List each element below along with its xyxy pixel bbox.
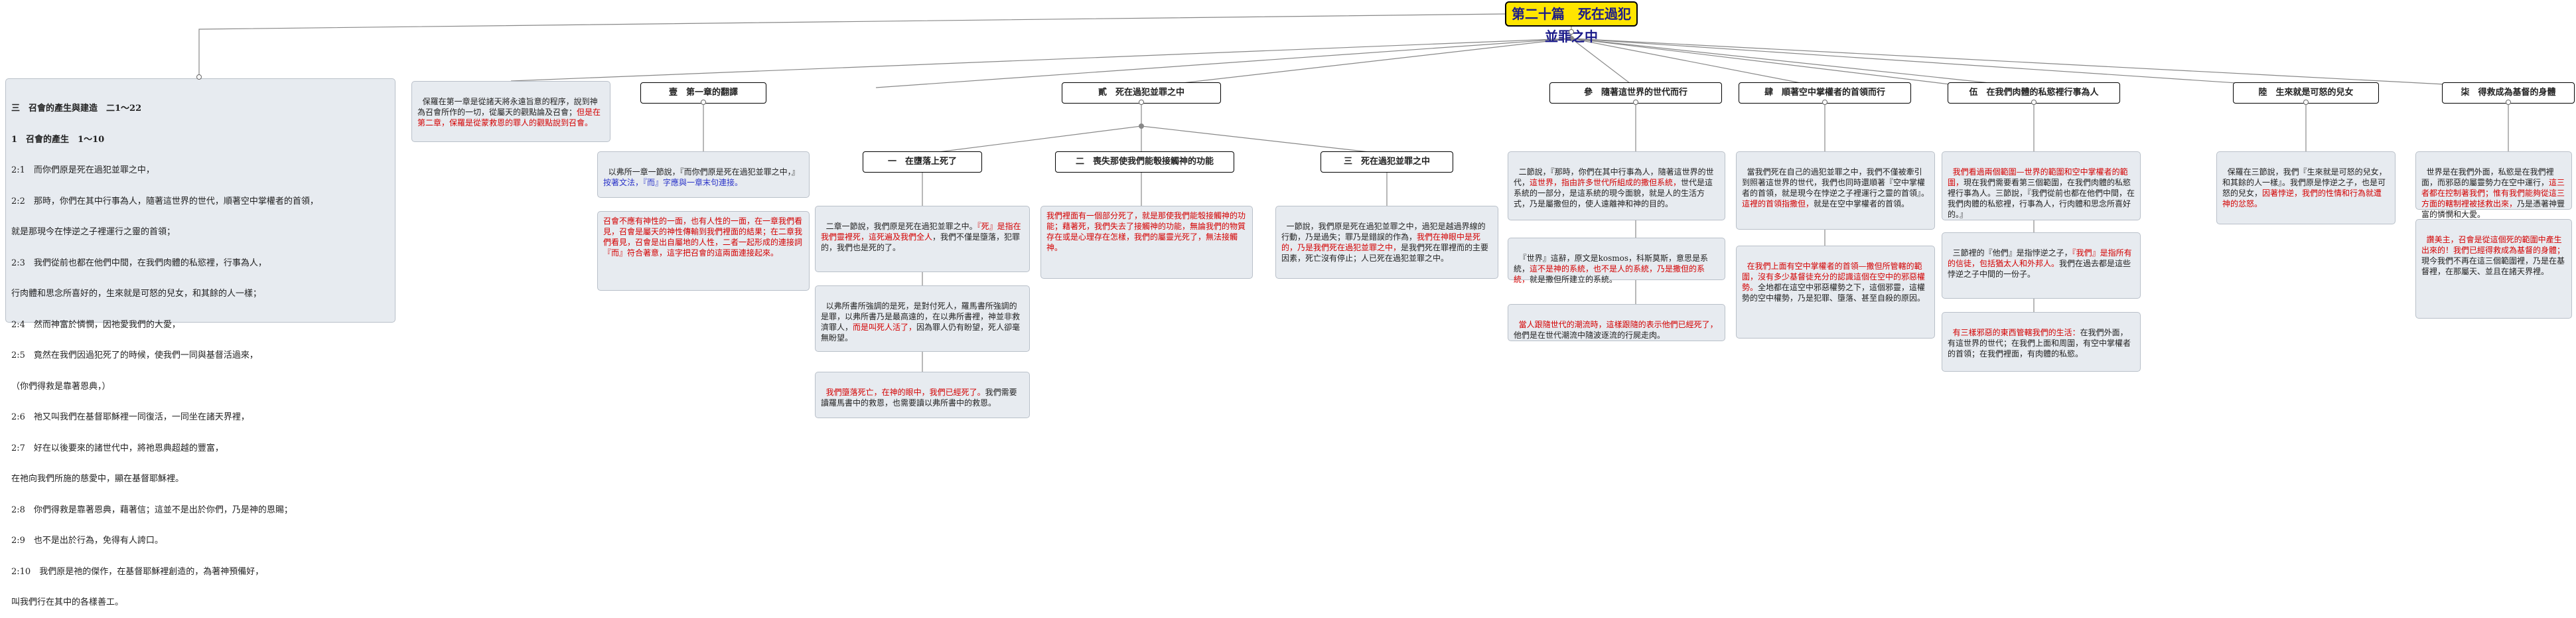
collapse-toggle[interactable]	[196, 74, 202, 80]
section-3-heading[interactable]: 參 隨著這世界的世代而行	[1549, 82, 1722, 104]
section-2c-heading[interactable]: 三 死在過犯並罪之中	[1321, 151, 1453, 173]
section-5-note3: 有三樣邪惡的東西管轄我們的生活：在我們外面，有這世界的世代；在我們上面和周圍，有…	[1942, 312, 2141, 372]
section-6-note: 保羅在三節說，我們『生來就是可怒的兒女，和其餘的人一樣』。我們原是悖逆之子，也是…	[2216, 151, 2396, 224]
outline-level1: 三 召會的產生與建造 二1～22	[11, 104, 142, 114]
section-3-note3: 當人跟隨世代的潮流時，這樣跟隨的表示他們已經死了，他們是在世代潮流中隨波逐流的行…	[1508, 304, 1725, 341]
section-5-note1: 我們看過兩個範圍—世界的範圍和空中掌權者的範圍，現在我們需要看第三個範圍，在我們…	[1942, 151, 2141, 220]
outline-verse: 2:6 祂又叫我們在基督耶穌裡一同復活，一同坐在諸天界裡，	[11, 412, 250, 422]
section-7-note1: 世界是在我們外面，私慾是在我們裡面，而邪惡的屬靈勢力在空中運行，這三者都在控制著…	[2415, 151, 2572, 219]
outline-verse: 2:4 然而神富於憐憫，因祂愛我們的大愛，	[11, 319, 180, 330]
outline-verse: 行肉體和思念所喜好的，生來就是可怒的兒女，和其餘的人一樣；	[11, 289, 262, 299]
section-2-heading[interactable]: 貳 死在過犯並罪之中	[1062, 82, 1221, 104]
section-1-detail: 召會不應有神性的一面，也有人性的一面，在一章我們看見，召會是屬天的神性傳輸到我們…	[597, 211, 810, 291]
connector-lines	[198, 13, 2509, 372]
outline-verse: 叫我們行在其中的各樣善工。	[11, 597, 124, 607]
root-title[interactable]: 第二十篇 死在過犯並罪之中	[1505, 1, 1638, 44]
section-4-heading[interactable]: 肆 順著空中掌權者的首領而行	[1739, 82, 1911, 104]
section-2a-note2: 以弗所書所強調的是死，是對付死人，羅馬書所強調的是罪，以弗所書乃是最高遠的，在以…	[815, 285, 1030, 352]
section-4-note1: 當我們死在自己的過犯並罪之中，我們不僅被牽引到照著這世界的世代，我們也同時還順著…	[1736, 151, 1935, 230]
collapse-toggle[interactable]	[1569, 29, 1574, 35]
outline-level2: 1 召會的產生 1～10	[11, 134, 105, 145]
outline-node: 三 召會的產生與建造 二1～22 1 召會的產生 1～10 2:1 而你們原是死…	[5, 78, 395, 607]
section-2b-note: 我們裡面有一個部分死了，就是那使我們能彀接觸神的功能；藉著死，我們失去了接觸神的…	[1040, 206, 1253, 279]
outline-verse: （你們得救是靠著恩典，）	[11, 381, 111, 392]
section-2b-heading[interactable]: 二 喪失那使我們能彀接觸神的功能	[1055, 151, 1234, 173]
section-1-grammar-note: 按著文法，『而』字應與一章末句連接。	[603, 178, 743, 187]
section-1-text: 以弗所一章一節說，『而你們原是死在過犯並罪之中，』	[608, 167, 800, 177]
intro-node: 保羅在第一章是從諸天將永遠旨意的程序，說到神為召會所作的一切，從屬天的觀點論及召…	[411, 81, 610, 142]
outline-verse: 2:3 我們從前也都在他們中間，在我們肉體的私慾裡，行事為人，	[11, 258, 267, 268]
section-1-note: 以弗所一章一節說，『而你們原是死在過犯並罪之中，』按著文法，『而』字應與一章末句…	[597, 151, 810, 198]
section-2a-note1: 二章一節說，我們原是死在過犯並罪之中。『死』是指在我們靈裡死，這死遍及我們全人，…	[815, 206, 1030, 272]
collapse-toggle[interactable]	[1822, 100, 1827, 105]
section-4-note2: 在我們上面有空中掌權者的首領—撒但所管轄的範圍，沒有多少基督徒充分的認識這個在空…	[1736, 246, 1935, 339]
section-3-note2: 『世界』這辭，原文是kosmos，科斯莫斯，意思是系統，這不是神的系統，也不是人…	[1508, 238, 1725, 284]
section-2a-heading[interactable]: 一 在墮落上死了	[863, 151, 982, 173]
outline-verse: 2:8 你們得救是靠著恩典，藉著信；這並不是出於你們，乃是神的恩賜；	[11, 504, 293, 515]
section-3-note1: 二節說，『那時，你們在其中行事為人，隨著這世界的世代，這世界，指由許多世代所組成…	[1508, 151, 1725, 220]
outline-verse: 2:2 那時，你們在其中行事為人，隨著這世界的世代，順著空中掌權者的首領，	[11, 196, 319, 206]
outline-verse: 在祂向我們所施的慈愛中，顯在基督耶穌裡。	[11, 474, 184, 484]
outline-verse: 2:7 好在以後要來的諸世代中，將祂恩典超越的豐富，	[11, 443, 224, 453]
section-5-note2: 三節裡的『他們』是指悖逆之子，『我們』是指所有的信徒，包括猶太人和外邦人。我們在…	[1942, 232, 2141, 299]
section-2a-note3: 我們墮落死亡，在神的眼中，我們已經死了。我們需要讀羅馬書中的救恩，也需要讀以弗所…	[815, 372, 1030, 418]
intro-text: 保羅在第一章是從諸天將永遠旨意的程序，說到神為召會所作的一切，從屬天的觀點論及召…	[417, 97, 598, 117]
intro-highlight: 但是在第二章，保羅是從蒙救恩的罪人的觀點說到召會。	[417, 108, 601, 127]
collapse-toggle[interactable]	[701, 100, 706, 105]
section-7-note2: 讚美主，召會是從這個死的範圍中產生出來的！我們已經得救成為基督的身體；現今我們不…	[2415, 219, 2572, 319]
collapse-toggle[interactable]	[1139, 100, 1144, 105]
collapse-toggle[interactable]	[1633, 100, 1638, 105]
outline-verse: 就是那現今在悖逆之子裡運行之靈的首領；	[11, 227, 176, 237]
outline-verse: 2:9 也不是出於行為，免得有人誇口。	[11, 536, 163, 546]
section-2c-note: 一節說，我們原是死在過犯並罪之中，過犯是越過界線的行動，乃是過失；罪乃是錯誤的作…	[1275, 206, 1498, 279]
outline-verse: 2:1 而你們原是死在過犯並罪之中，	[11, 165, 155, 175]
outline-verse: 2:5 竟然在我們因過犯死了的時候，使我們一同與基督活過來，	[11, 350, 258, 360]
collapse-toggle[interactable]	[2506, 100, 2511, 105]
collapse-toggle[interactable]	[2031, 100, 2037, 105]
collapse-toggle[interactable]	[2303, 100, 2309, 105]
outline-verse: 2:10 我們原是祂的傑作，在基督耶穌裡創造的，為著神預備好，	[11, 566, 264, 577]
